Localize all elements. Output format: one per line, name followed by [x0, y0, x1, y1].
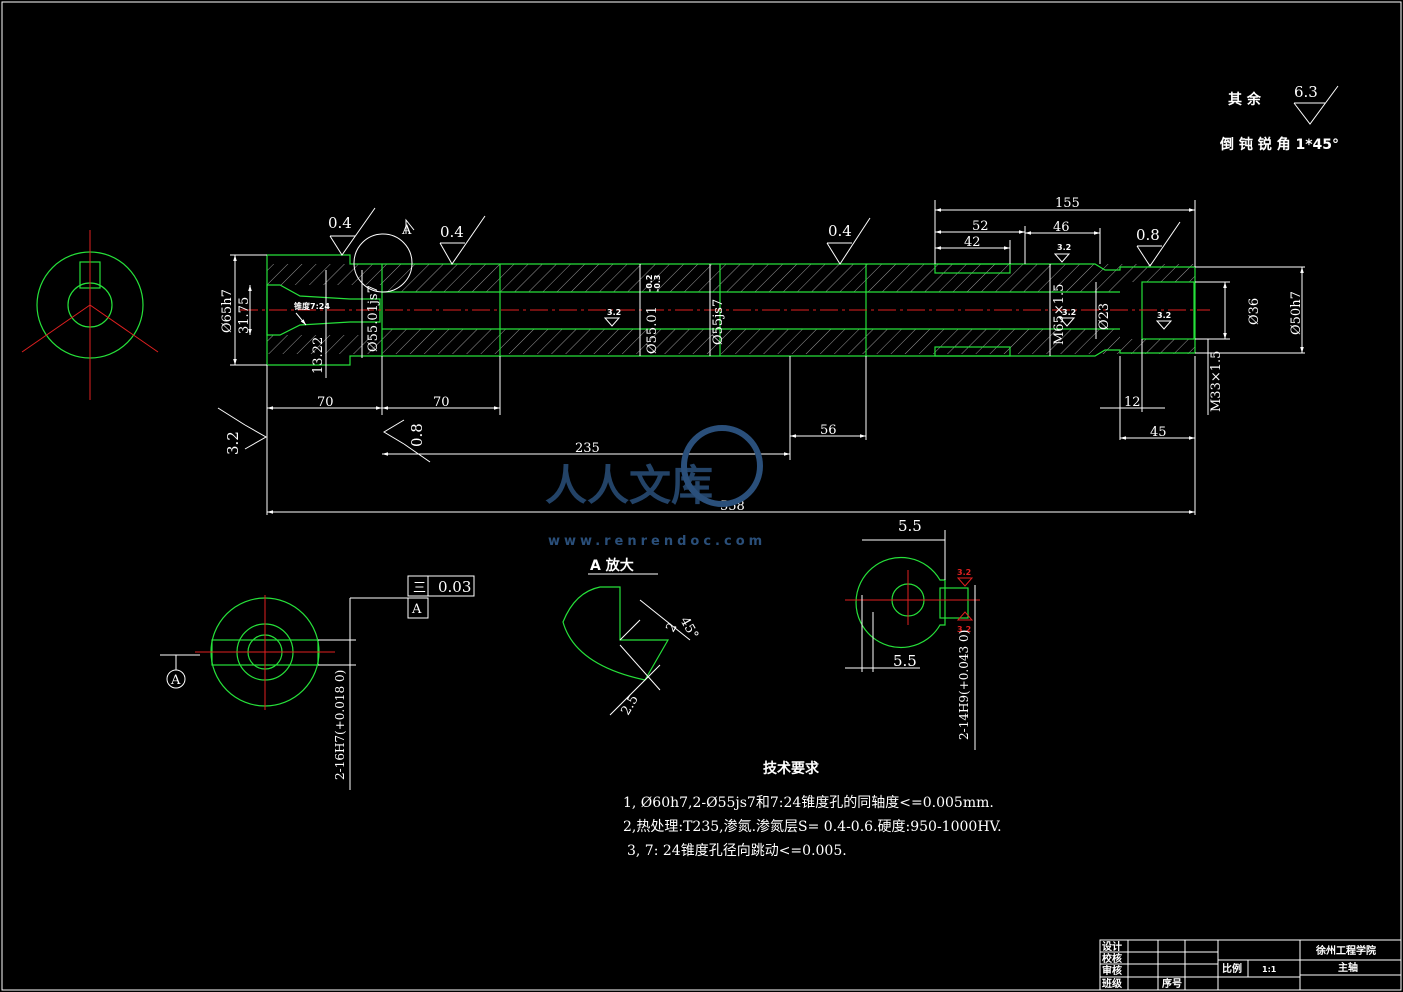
svg-text:Ø23: Ø23 — [1097, 303, 1112, 330]
svg-text:2,热处理:T235,渗氮.渗氮层S= 0.4-0.6.硬度: 2,热处理:T235,渗氮.渗氮层S= 0.4-0.6.硬度:950-1000H… — [623, 819, 1002, 835]
svg-text:52: 52 — [972, 219, 989, 234]
svg-text:A 放大: A 放大 — [590, 557, 634, 574]
svg-text:Ø55.01js7: Ø55.01js7 — [366, 285, 381, 352]
svg-text:3.2: 3.2 — [607, 308, 621, 317]
svg-text:5.5: 5.5 — [898, 517, 922, 535]
svg-text:A: A — [170, 673, 181, 688]
svg-text:1:1: 1:1 — [1262, 965, 1277, 974]
svg-text:A: A — [401, 223, 412, 238]
svg-text:3.2: 3.2 — [1062, 308, 1076, 317]
svg-text:0.8: 0.8 — [408, 423, 426, 447]
svg-text:2.5: 2.5 — [618, 693, 641, 718]
svg-text:155: 155 — [1055, 196, 1080, 211]
watermark: 人人文库 www.renrendoc.com — [545, 425, 766, 549]
technical-requirements: 技术要求 1, Ø60h7,2-Ø55js7和7:24锥度孔的同轴度<=0.00… — [623, 760, 1002, 859]
svg-text:人人文库: 人人文库 — [545, 461, 713, 510]
svg-text:12: 12 — [1124, 395, 1141, 410]
svg-text:校核: 校核 — [1102, 952, 1122, 965]
svg-text:46: 46 — [1053, 220, 1070, 235]
svg-text:0.4: 0.4 — [828, 222, 852, 240]
svg-text:班级: 班级 — [1102, 977, 1123, 990]
svg-text:M33×1.5: M33×1.5 — [1209, 351, 1224, 412]
svg-text:235: 235 — [575, 441, 600, 456]
svg-text:2-14H9(+0.043 0): 2-14H9(+0.043 0) — [957, 630, 971, 740]
svg-text:Ø36: Ø36 — [1247, 298, 1262, 325]
svg-text:锥度7:24: 锥度7:24 — [294, 301, 330, 311]
svg-text:Ø50h7: Ø50h7 — [1289, 291, 1304, 335]
svg-text:Ø65h7: Ø65h7 — [220, 289, 235, 333]
svg-text:倒 钝 锐 角 1*45°: 倒 钝 锐 角 1*45° — [1219, 136, 1339, 153]
svg-text:0.03: 0.03 — [438, 578, 471, 596]
svg-text:审核: 审核 — [1102, 964, 1122, 977]
keyway-section-view: 5.5 5.5 3.2 3.2 2-14H9(+0.043 0) — [845, 517, 980, 750]
svg-text:Ø55.01: Ø55.01 — [645, 306, 660, 354]
left-end-view — [21, 230, 159, 400]
svg-text:3.2: 3.2 — [224, 431, 242, 455]
svg-text:A: A — [411, 602, 422, 617]
svg-text:比例: 比例 — [1222, 962, 1242, 975]
hole-section-view: 三 0.03 A A 2-16H7(+0.018 0) — [160, 575, 475, 790]
svg-text:0.8: 0.8 — [1136, 226, 1160, 244]
title-block: 设计 校核 审核 班级 序号 比例 1:1 徐州工程学院 主轴 — [1099, 939, 1402, 991]
svg-text:13.22: 13.22 — [311, 337, 326, 374]
svg-text:42: 42 — [964, 235, 981, 250]
svg-text:主轴: 主轴 — [1338, 961, 1358, 974]
svg-text:3.2: 3.2 — [957, 625, 971, 634]
svg-text:M65×1.5: M65×1.5 — [1052, 284, 1067, 345]
svg-text:3.2: 3.2 — [1157, 311, 1171, 320]
svg-text:70: 70 — [433, 395, 450, 410]
svg-text:56: 56 — [820, 423, 837, 438]
svg-text:1, Ø60h7,2-Ø55js7和7:24锥度孔的同轴度<: 1, Ø60h7,2-Ø55js7和7:24锥度孔的同轴度<=0.005mm. — [623, 795, 994, 811]
detail-a-enlarged: A 放大 45° 2 2.5 — [562, 557, 701, 718]
svg-text:三: 三 — [413, 581, 426, 596]
svg-text:序号: 序号 — [1162, 977, 1182, 990]
general-roughness-note: 其 余 6.3 倒 钝 锐 角 1*45° — [1219, 83, 1339, 153]
svg-text:3.2: 3.2 — [1057, 243, 1071, 252]
svg-text:-0.2: -0.2 — [645, 275, 654, 293]
svg-text:其 余: 其 余 — [1228, 91, 1262, 108]
svg-text:0.4: 0.4 — [328, 214, 352, 232]
svg-text:31.75: 31.75 — [237, 297, 252, 334]
svg-text:45: 45 — [1150, 425, 1167, 440]
main-shaft-section: A — [240, 218, 1210, 366]
roughness-symbols: 0.4 0.4 0.4 0.8 3.2 0.8 3.2 3.2 3.2 3.2 — [217, 207, 1181, 463]
svg-text:www.renrendoc.com: www.renrendoc.com — [548, 534, 766, 549]
svg-text:0.4: 0.4 — [440, 223, 464, 241]
svg-text:3, 7: 24锥度孔径向跳动<=0.005.: 3, 7: 24锥度孔径向跳动<=0.005. — [627, 843, 847, 859]
svg-text:5.5: 5.5 — [893, 652, 917, 670]
horizontal-dimensions: 155 52 46 42 70 70 235 56 558 12 — [266, 196, 1196, 515]
svg-text:技术要求: 技术要求 — [763, 760, 820, 777]
svg-text:徐州工程学院: 徐州工程学院 — [1315, 944, 1376, 957]
svg-text:3.2: 3.2 — [957, 568, 971, 577]
svg-text:Ø55js7: Ø55js7 — [711, 299, 726, 345]
svg-text:70: 70 — [317, 395, 334, 410]
svg-text:设计: 设计 — [1102, 940, 1122, 953]
svg-text:2-16H7(+0.018 0): 2-16H7(+0.018 0) — [333, 670, 347, 780]
diameter-dimensions: Ø65h7 31.75 13.22 锥度7:24 Ø55.01js7 Ø55.0… — [220, 254, 1305, 415]
svg-text:-0.3: -0.3 — [653, 275, 662, 293]
svg-text:6.3: 6.3 — [1294, 83, 1318, 101]
